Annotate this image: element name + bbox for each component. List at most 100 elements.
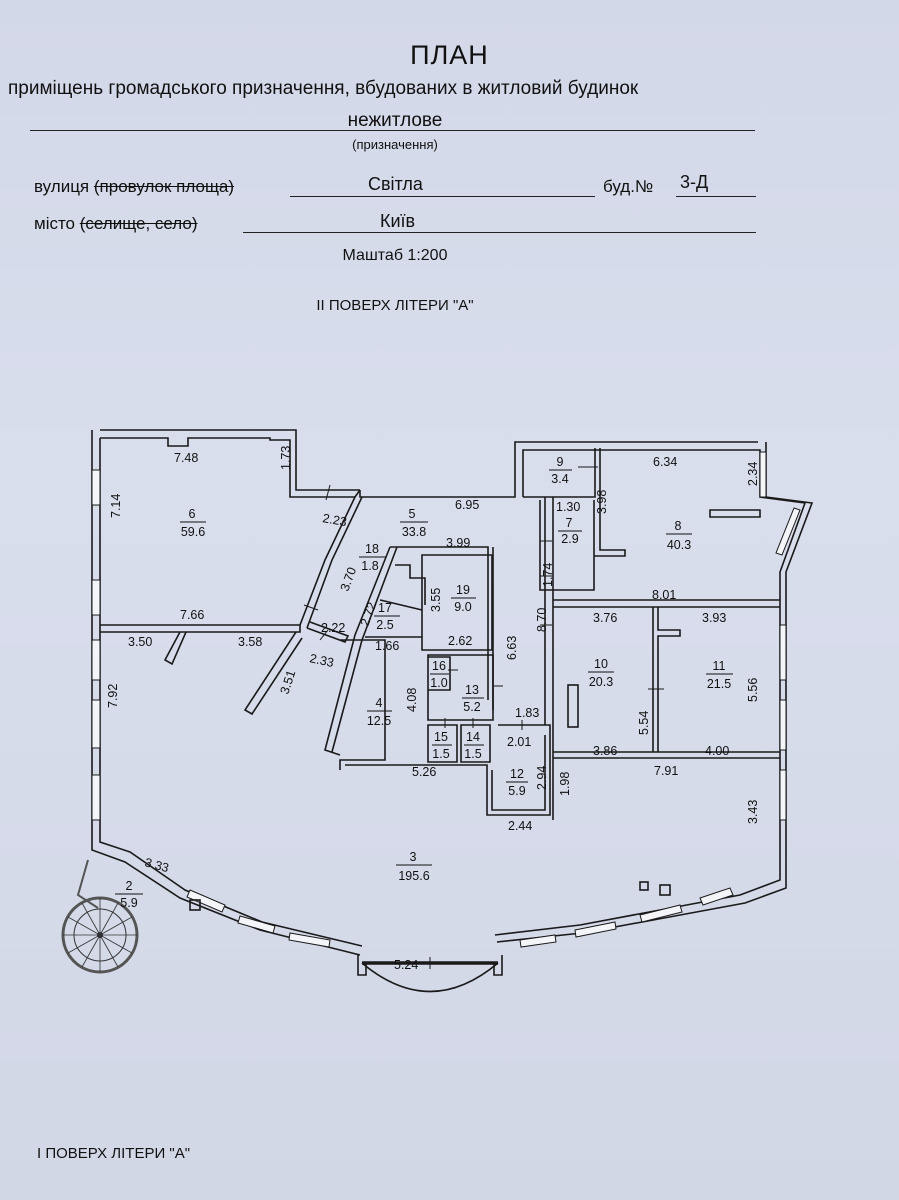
svg-text:8.70: 8.70 bbox=[535, 608, 549, 632]
svg-text:2.44: 2.44 bbox=[508, 819, 532, 833]
svg-text:19: 19 bbox=[456, 583, 470, 597]
room-12-label: 125.9 bbox=[506, 767, 528, 798]
svg-text:1.98: 1.98 bbox=[558, 772, 572, 796]
svg-text:2.5: 2.5 bbox=[376, 618, 393, 632]
svg-text:7: 7 bbox=[566, 516, 573, 530]
svg-text:20.3: 20.3 bbox=[589, 675, 613, 689]
svg-text:7.92: 7.92 bbox=[106, 684, 120, 708]
room-16-label: 161.0 bbox=[430, 659, 449, 690]
svg-text:16: 16 bbox=[432, 659, 446, 673]
svg-text:4.08: 4.08 bbox=[405, 688, 419, 712]
svg-text:5.26: 5.26 bbox=[412, 765, 436, 779]
building-label: буд.№ bbox=[603, 177, 654, 196]
svg-text:1.74: 1.74 bbox=[541, 563, 555, 587]
svg-text:12: 12 bbox=[510, 767, 524, 781]
svg-text:3.76: 3.76 bbox=[593, 611, 617, 625]
svg-text:2.23: 2.23 bbox=[321, 511, 347, 529]
svg-text:3.50: 3.50 bbox=[128, 635, 152, 649]
street-label-text: вулиця bbox=[34, 177, 90, 196]
svg-text:7.66: 7.66 bbox=[180, 608, 204, 622]
door-marks bbox=[303, 466, 664, 730]
svg-text:7.14: 7.14 bbox=[109, 494, 123, 518]
room-15-label: 151.5 bbox=[432, 730, 452, 761]
svg-text:15: 15 bbox=[434, 730, 448, 744]
svg-text:12.5: 12.5 bbox=[367, 714, 391, 728]
svg-text:11: 11 bbox=[713, 659, 726, 673]
svg-text:2.33: 2.33 bbox=[308, 651, 335, 670]
svg-text:2.22: 2.22 bbox=[321, 621, 345, 635]
svg-text:17: 17 bbox=[378, 601, 392, 615]
windows bbox=[91, 451, 801, 948]
svg-text:3.99: 3.99 bbox=[446, 536, 470, 550]
svg-text:8.01: 8.01 bbox=[652, 588, 676, 602]
svg-text:1.66: 1.66 bbox=[375, 639, 399, 653]
room-14-label: 141.5 bbox=[464, 730, 484, 761]
street-struck-text: (провулок площа) bbox=[93, 177, 235, 196]
scale-label: Маштаб 1:200 bbox=[342, 247, 448, 264]
room-5-label: 533.8 bbox=[400, 507, 428, 539]
svg-text:4.00: 4.00 bbox=[705, 744, 729, 758]
svg-text:3.51: 3.51 bbox=[278, 668, 299, 696]
svg-text:2.9: 2.9 bbox=[561, 532, 578, 546]
purpose-value: нежитлове bbox=[347, 110, 443, 131]
svg-text:13: 13 bbox=[465, 683, 479, 697]
room-17-label: 172.5 bbox=[374, 601, 400, 632]
svg-text:3.86: 3.86 bbox=[593, 744, 617, 758]
svg-text:4: 4 bbox=[376, 696, 383, 710]
room-19-label: 199.0 bbox=[451, 583, 476, 614]
svg-text:6.34: 6.34 bbox=[653, 455, 677, 469]
svg-text:10: 10 bbox=[594, 657, 608, 671]
room-4-label: 412.5 bbox=[367, 696, 392, 728]
svg-text:3.4: 3.4 bbox=[551, 472, 568, 486]
svg-text:40.3: 40.3 bbox=[667, 538, 691, 552]
svg-text:6.63: 6.63 bbox=[505, 636, 519, 660]
svg-text:5: 5 bbox=[409, 507, 416, 521]
building-value: 3-Д bbox=[680, 172, 709, 192]
city-label-text: місто bbox=[34, 214, 76, 233]
svg-text:1.73: 1.73 bbox=[279, 446, 293, 470]
street-label: вулиця (провулок площа) bbox=[34, 177, 234, 197]
svg-text:9: 9 bbox=[557, 455, 564, 469]
spiral-staircase bbox=[61, 859, 139, 974]
city-struck-text: (селище, село) bbox=[79, 214, 198, 233]
svg-text:2.34: 2.34 bbox=[746, 462, 760, 486]
document-title: ПЛАН bbox=[410, 40, 489, 70]
svg-text:2: 2 bbox=[126, 879, 133, 893]
room-7-label: 72.9 bbox=[558, 516, 582, 546]
street-value: Світла bbox=[368, 174, 423, 194]
svg-text:2.01: 2.01 bbox=[507, 735, 531, 749]
room-18-label: 181.8 bbox=[359, 542, 386, 573]
room-2-label: 25.9 bbox=[115, 879, 143, 910]
svg-text:7.91: 7.91 bbox=[654, 764, 678, 778]
svg-text:14: 14 bbox=[466, 730, 480, 744]
city-label: місто (селище, село) bbox=[34, 214, 198, 234]
svg-text:3.98: 3.98 bbox=[595, 490, 609, 514]
svg-text:1.0: 1.0 bbox=[430, 676, 447, 690]
room-labels: 659.6 533.8 181.8 199.0 172.5 93.4 72.9 … bbox=[115, 455, 733, 910]
floor-label-lower: I ПОВЕРХ ЛІТЕРИ "А" bbox=[37, 1145, 191, 1162]
document-subtitle: приміщень громадського призначення, вбуд… bbox=[8, 78, 639, 99]
building-underline bbox=[676, 196, 756, 197]
svg-text:1.83: 1.83 bbox=[515, 706, 539, 720]
svg-text:2.62: 2.62 bbox=[448, 634, 472, 648]
svg-text:1.5: 1.5 bbox=[464, 747, 481, 761]
purpose-caption: (призначення) bbox=[352, 137, 438, 152]
interior-walls bbox=[100, 448, 780, 911]
svg-text:3.58: 3.58 bbox=[238, 635, 262, 649]
room-10-label: 10 20.3 bbox=[588, 657, 614, 689]
svg-text:5.56: 5.56 bbox=[746, 678, 760, 702]
svg-text:7.48: 7.48 bbox=[174, 451, 198, 465]
svg-text:5.2: 5.2 bbox=[463, 700, 480, 714]
svg-text:8: 8 bbox=[675, 519, 682, 533]
purpose-underline bbox=[30, 130, 755, 131]
svg-text:6: 6 bbox=[189, 507, 196, 521]
svg-text:3.55: 3.55 bbox=[429, 588, 443, 612]
svg-text:5.9: 5.9 bbox=[120, 896, 137, 910]
svg-text:18: 18 bbox=[365, 542, 379, 556]
svg-text:1.30: 1.30 bbox=[556, 500, 580, 514]
svg-text:5.24: 5.24 bbox=[394, 958, 418, 972]
room-8-label: 840.3 bbox=[666, 519, 692, 552]
